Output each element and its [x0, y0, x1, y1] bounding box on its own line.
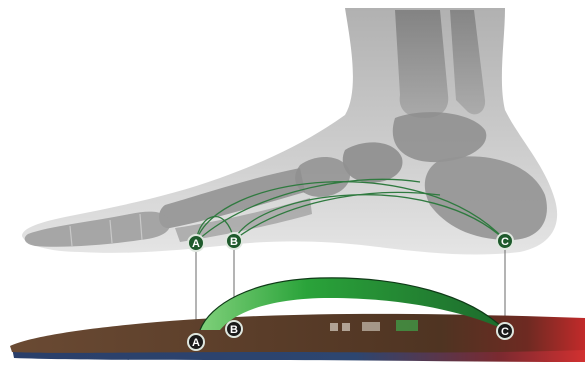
- foot-skeleton-illustration: [22, 8, 557, 254]
- tibia-bone: [395, 10, 448, 118]
- marker-b-upper-label: B: [230, 236, 238, 248]
- marker-a-lower-label: A: [192, 337, 200, 349]
- marker-c-upper: C: [497, 233, 513, 249]
- marker-a-upper-label: A: [192, 238, 200, 250]
- marker-b-upper: B: [226, 233, 242, 249]
- marker-b-lower-label: B: [230, 324, 238, 336]
- marker-a-upper: A: [188, 235, 204, 251]
- marker-c-lower-label: C: [501, 326, 509, 338]
- marker-c-lower: C: [497, 323, 513, 339]
- arch-support-insole-illustration: [10, 278, 585, 362]
- marker-c-upper-label: C: [501, 236, 509, 248]
- marker-a-lower: A: [188, 334, 204, 350]
- marker-b-lower: B: [226, 321, 242, 337]
- navicular-bone: [343, 142, 403, 182]
